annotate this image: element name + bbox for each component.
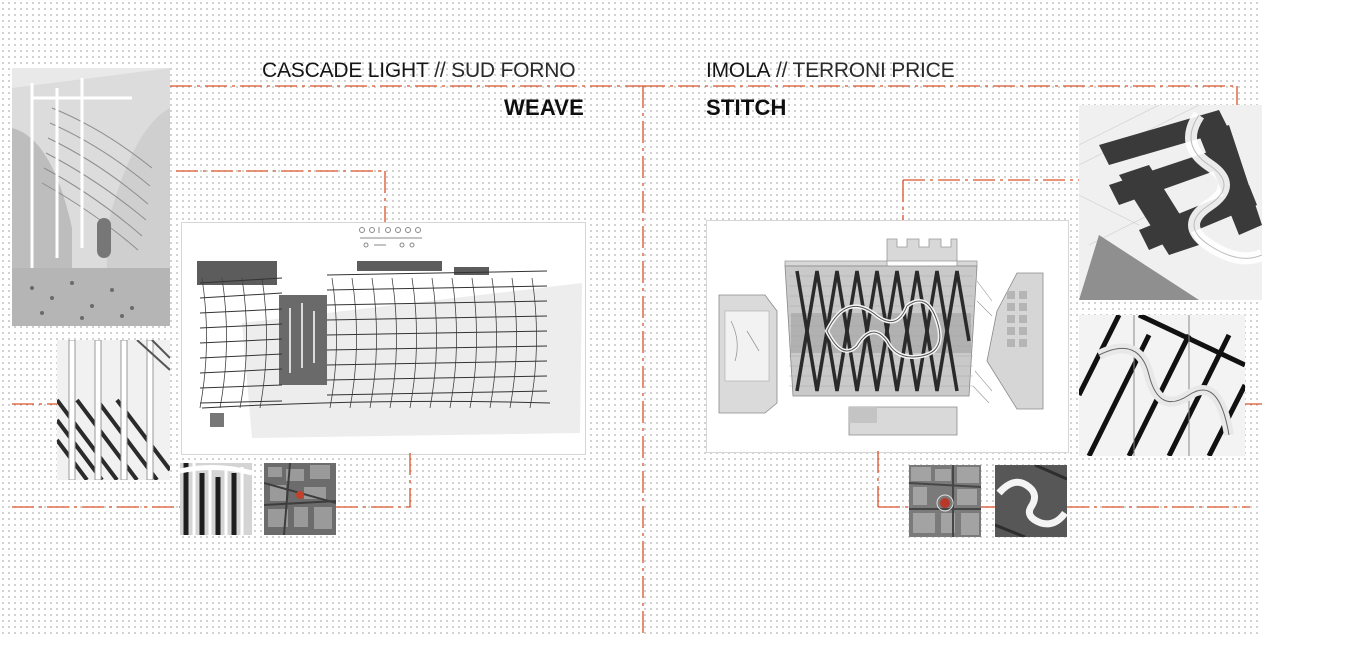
- weave-plan-drawing: [181, 222, 586, 455]
- left-project-title: CASCADE LIGHT // SUD FORNO: [262, 59, 576, 83]
- right-project-title: IMOLA // TERRONI PRICE: [706, 59, 955, 83]
- site-aerial-map-right: [909, 465, 981, 537]
- left-title-sub: SUD FORNO: [451, 59, 576, 82]
- slat-perspective-render: [57, 340, 170, 480]
- timber-truss-render: [1079, 105, 1262, 300]
- stitch-diagonal-render: [1079, 315, 1245, 456]
- slat-detail-thumbnail: [180, 463, 252, 535]
- left-title-main: CASCADE LIGHT: [262, 59, 429, 82]
- site-aerial-map-left: [264, 463, 336, 535]
- right-title-sub: TERRONI PRICE: [792, 59, 955, 82]
- right-concept-word: STITCH: [706, 95, 787, 120]
- vault-interior-render: [12, 68, 170, 326]
- left-title-separator: //: [428, 59, 452, 82]
- right-title-separator: //: [770, 59, 793, 82]
- left-concept-word: WEAVE: [504, 95, 585, 120]
- stitch-ribbon-thumbnail: [995, 465, 1067, 537]
- dotted-board: CASCADE LIGHT // SUD FORNO WEAVE: [0, 0, 1262, 638]
- right-title-main: IMOLA: [706, 59, 771, 82]
- stitch-plan-drawing: [706, 220, 1069, 453]
